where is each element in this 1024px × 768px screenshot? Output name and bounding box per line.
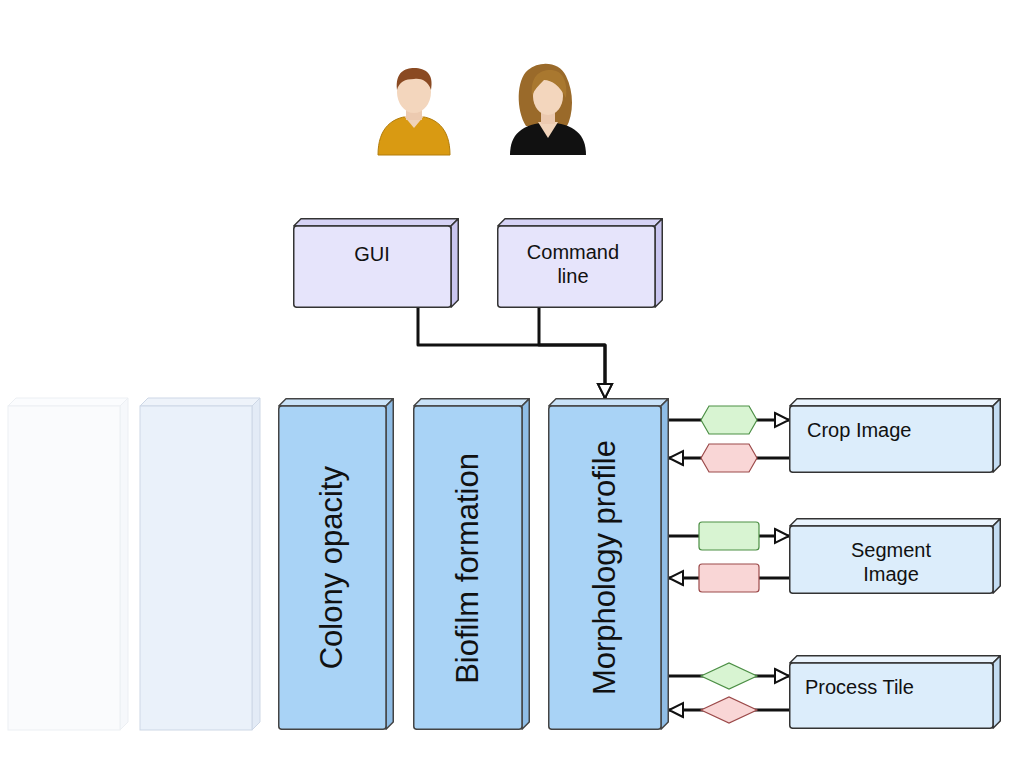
- box-face: [790, 663, 993, 728]
- box-face: [498, 219, 663, 226]
- message-token: [701, 406, 757, 434]
- box-label: Segment Image: [835, 538, 947, 586]
- box-face: [655, 219, 662, 308]
- message-token: [701, 444, 757, 472]
- box-face: [661, 399, 668, 730]
- box-face: [790, 526, 993, 593]
- module-title: Morphology profile: [586, 440, 623, 695]
- module-title: Biofilm formation: [449, 453, 486, 684]
- box-label: Crop Image: [807, 418, 975, 442]
- module-pillar: Biofilm formation: [413, 398, 530, 730]
- box-label: Command line: [513, 240, 633, 288]
- box-face: [294, 226, 451, 307]
- box-face: [522, 399, 529, 730]
- box-face: [414, 406, 522, 729]
- message-token: [701, 697, 757, 723]
- function-box: Process Tile: [789, 655, 1001, 729]
- interface-box: Command line: [497, 218, 663, 308]
- box-face: [279, 399, 394, 406]
- module-pillar: Morphology profile: [548, 398, 669, 730]
- user-icon-woman: [510, 64, 586, 155]
- connector-arrow: [418, 308, 605, 398]
- box-face: [414, 399, 530, 406]
- box-face: [294, 219, 459, 226]
- faded-pillar: [140, 398, 260, 730]
- box-face: [790, 406, 993, 472]
- box-face: [279, 406, 386, 729]
- interface-box: GUI: [293, 218, 459, 308]
- message-token: [699, 564, 759, 592]
- message-token: [699, 522, 759, 550]
- box-label: GUI: [311, 242, 433, 266]
- box-face: [790, 399, 1001, 406]
- box-face: [790, 519, 1001, 526]
- message-token: [701, 663, 757, 689]
- box-face: [498, 226, 655, 307]
- box-face: [993, 656, 1000, 729]
- box-face: [549, 406, 661, 729]
- box-face: [993, 399, 1000, 473]
- module-pillar: Colony opacity: [278, 398, 394, 730]
- box-face: [993, 519, 1000, 594]
- connector-arrow: [539, 308, 605, 398]
- box-face: [386, 399, 393, 730]
- user-icon-man: [378, 68, 450, 155]
- box-face: [549, 399, 669, 406]
- box-label: Process Tile: [805, 675, 977, 699]
- faded-pillar: [8, 398, 128, 730]
- function-box: Crop Image: [789, 398, 1001, 473]
- box-face: [790, 656, 1001, 663]
- function-box: Segment Image: [789, 518, 1001, 594]
- module-title: Colony opacity: [313, 466, 350, 669]
- box-face: [451, 219, 458, 308]
